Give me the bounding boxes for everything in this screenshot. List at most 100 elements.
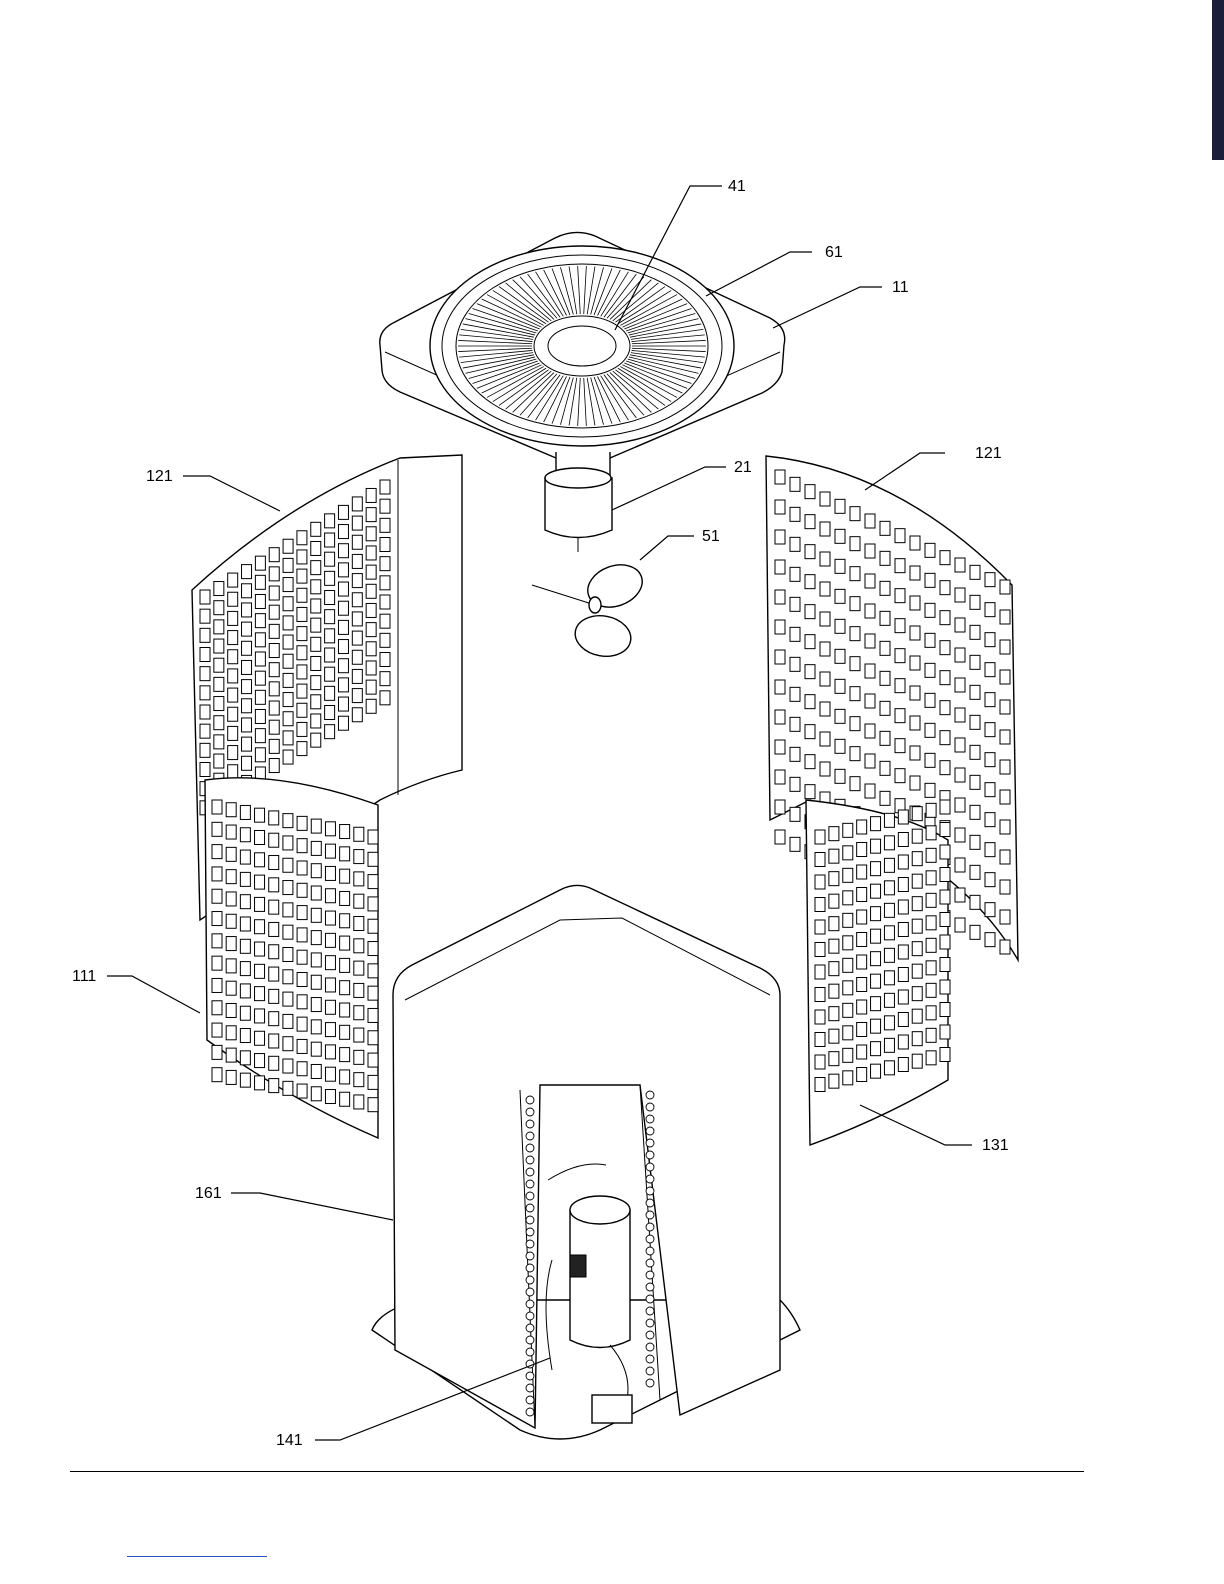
coil-fin (646, 1211, 654, 1219)
louver-slot (354, 872, 364, 886)
louver-slot (240, 962, 250, 976)
louver-slot (283, 616, 293, 630)
louver-slot (380, 480, 390, 494)
louver-slot (880, 791, 890, 805)
louver-slot (912, 964, 922, 978)
louver-slot (815, 988, 825, 1002)
louver-slot (970, 835, 980, 849)
louver-slot (985, 663, 995, 677)
louver-slot (926, 983, 936, 997)
louver-slot (790, 717, 800, 731)
coil-fin (646, 1343, 654, 1351)
louver-slot (955, 858, 965, 872)
louver-slot (311, 975, 321, 989)
coil-fin (646, 1367, 654, 1375)
louver-slot (790, 597, 800, 611)
louver-slot (865, 514, 875, 528)
louver-slot (970, 895, 980, 909)
louver-slot (912, 942, 922, 956)
coil-fin (526, 1288, 534, 1296)
louver-slot (815, 1055, 825, 1069)
louver-slot (871, 929, 881, 943)
louver-slot (884, 836, 894, 850)
louver-slot (297, 627, 307, 641)
coil-fin (526, 1204, 534, 1212)
louver-slot (912, 919, 922, 933)
louver-slot (255, 808, 265, 822)
louver-slot (940, 1025, 950, 1039)
louver-slot (297, 742, 307, 756)
louver-slot (338, 716, 348, 730)
callout-51: 51 (702, 528, 720, 545)
coil-fin (646, 1187, 654, 1195)
louver-slot (1000, 790, 1010, 804)
louver-slot (340, 1070, 350, 1084)
louver-slot (297, 839, 307, 853)
louver-slot (829, 872, 839, 886)
louver-slot (255, 987, 265, 1001)
louver-slot (1000, 700, 1010, 714)
louver-slot (880, 701, 890, 715)
coil-fin (526, 1156, 534, 1164)
louver-slot (352, 554, 362, 568)
louver-slot (871, 952, 881, 966)
louver-slot (835, 589, 845, 603)
louver-slot (297, 816, 307, 830)
louver-slot (871, 1042, 881, 1056)
louver-slot (366, 699, 376, 713)
louver-slot (214, 658, 224, 672)
louver-slot (240, 828, 250, 842)
louver-slot (843, 1003, 853, 1017)
louver-slot (820, 702, 830, 716)
louver-slot (1000, 640, 1010, 654)
louver-slot (880, 671, 890, 685)
louver-slot (865, 664, 875, 678)
louver-slot (340, 825, 350, 839)
coil-fin (526, 1348, 534, 1356)
louver-slot (214, 582, 224, 596)
louver-slot (815, 853, 825, 867)
louver-slot (380, 518, 390, 532)
coil-fin (646, 1271, 654, 1279)
louver-slot (269, 811, 279, 825)
louver-slot (940, 845, 950, 859)
louver-slot (790, 567, 800, 581)
louver-slot (338, 563, 348, 577)
louver-slot (325, 844, 335, 858)
louver-slot (297, 950, 307, 964)
louver-slot (338, 505, 348, 519)
louver-slot (843, 981, 853, 995)
louver-slot (297, 569, 307, 583)
louver-slot (311, 580, 321, 594)
louver-slot (1000, 820, 1010, 834)
callout-11: 11 (892, 279, 909, 296)
louver-slot (269, 833, 279, 847)
louver-slot (910, 626, 920, 640)
louver-slot (850, 567, 860, 581)
louver-slot (269, 989, 279, 1003)
louver-slot (340, 869, 350, 883)
louver-slot (835, 619, 845, 633)
louver-slot (380, 614, 390, 628)
louver-slot (805, 695, 815, 709)
louver-slot (926, 871, 936, 885)
louver-slot (240, 1051, 250, 1065)
louver-slot (325, 911, 335, 925)
louver-slot (895, 559, 905, 573)
louver-slot (354, 1050, 364, 1064)
louver-slot (884, 993, 894, 1007)
louver-slot (815, 1010, 825, 1024)
louver-slot (884, 1016, 894, 1030)
louver-slot (366, 642, 376, 656)
coil-fin (526, 1216, 534, 1224)
louver-slot (850, 597, 860, 611)
louver-slot (857, 888, 867, 902)
louver-slot (857, 1000, 867, 1014)
louver-slot (925, 663, 935, 677)
louver-slot (325, 1067, 335, 1081)
louver-slot (955, 558, 965, 572)
louver-slot (884, 1038, 894, 1052)
louver-slot (255, 1076, 265, 1090)
louver-slot (226, 914, 236, 928)
louver-slot (325, 725, 335, 739)
